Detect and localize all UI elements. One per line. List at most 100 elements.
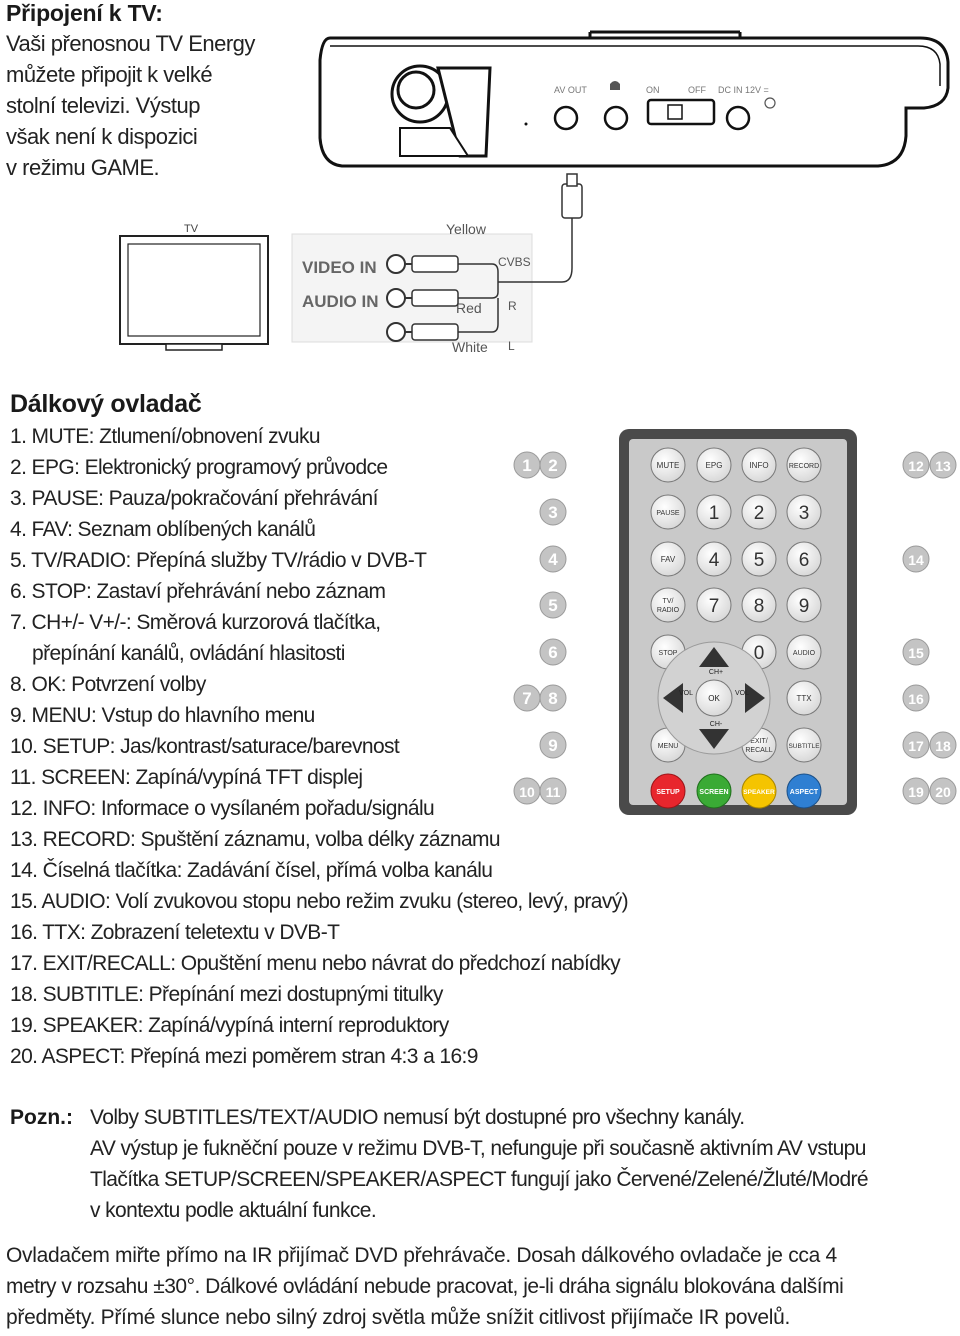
callout-20: 20 — [935, 784, 951, 800]
fav-button: FAV — [661, 555, 676, 564]
tv-connection-diagram: TV VIDEO IN AUDIO IN Yellow CVBS Red R W… — [119, 173, 583, 355]
digit-8-button: 8 — [754, 596, 765, 617]
callout-5: 5 — [548, 596, 557, 615]
tv-intro: Vaši přenosnou TV Energy můžete připojit… — [6, 28, 276, 183]
audio-button: AUDIO — [793, 650, 816, 657]
list-item: 12. INFO: Informace o vysílaném pořadu/s… — [10, 797, 435, 820]
list-item: 14. Číselná tlačítka: Zadávání čísel, př… — [10, 859, 493, 882]
closing-line: Ovladačem miřte přímo na IR přijímač DVD… — [6, 1244, 837, 1267]
callout-13: 13 — [935, 458, 951, 474]
list-item: 9. MENU: Vstup do hlavního menu — [10, 704, 315, 727]
aspect-label: ASPECT — [790, 789, 819, 796]
headphone-icon — [610, 81, 620, 90]
yellow-label: Yellow — [446, 221, 487, 237]
digit-4-button: 4 — [709, 550, 720, 571]
list-item: 1. MUTE: Ztlumení/obnovení zvuku — [10, 425, 321, 448]
off-label: OFF — [688, 85, 706, 95]
audio-in-right-jack — [386, 288, 406, 308]
intro-line: stolní televizi. Výstup — [6, 93, 200, 118]
note-line: AV výstup je fukněční pouze v režimu DVB… — [90, 1137, 866, 1160]
callout-4: 4 — [548, 550, 558, 569]
callout-10: 10 — [519, 784, 535, 800]
audio-in-label: AUDIO IN — [302, 292, 379, 311]
list-item: 20. ASPECT: Přepíná mezi poměrem stran 4… — [10, 1045, 478, 1068]
headphone-jack — [603, 105, 629, 131]
intro-line: Vaši přenosnou TV Energy — [6, 31, 255, 56]
subtitle-button: SUBTITLE — [788, 743, 820, 750]
list-item: 11. SCREEN: Zapíná/vypíná TFT displej — [10, 766, 363, 789]
av-out-jack — [553, 105, 579, 131]
list-item: 17. EXIT/RECALL: Opuštění menu nebo návr… — [10, 952, 621, 975]
callout-6: 6 — [548, 643, 557, 662]
digit-3-button: 3 — [799, 503, 810, 524]
note-line: Tlačítka SETUP/SCREEN/SPEAKER/ASPECT fun… — [90, 1168, 869, 1191]
record-button: RECORD — [789, 463, 819, 470]
list-item: 13. RECORD: Spuštění záznamu, volba délk… — [10, 828, 501, 851]
callout-3: 3 — [548, 503, 557, 522]
digit-5-button: 5 — [754, 550, 765, 571]
intro-line: však není k dispozici — [6, 124, 198, 149]
note-line: Volby SUBTITLES/TEXT/AUDIO nemusí být do… — [90, 1106, 745, 1129]
vol-plus-label: VOL — [735, 690, 749, 697]
ttx-button: TTX — [796, 694, 812, 703]
callout-14: 14 — [908, 552, 924, 568]
callout-12: 12 — [908, 458, 924, 474]
digit-6-button: 6 — [799, 550, 810, 571]
cvbs-label: CVBS — [498, 255, 531, 269]
stop-button: STOP — [659, 650, 678, 657]
arrow-right-icon — [745, 683, 765, 713]
audio-in-left-jack — [386, 322, 406, 342]
stand-icon — [436, 66, 492, 158]
digit-0-button: 0 — [754, 643, 765, 664]
digit-9-button: 9 — [799, 596, 810, 617]
note-label: Pozn.: — [10, 1106, 73, 1129]
menu-button: MENU — [658, 743, 679, 750]
list-item: 4. FAV: Seznam oblíbených kanálů — [10, 518, 316, 541]
digit-7-button: 7 — [709, 596, 720, 617]
closing-line: metry v rozsahu ±30°. Dálkové ovládání n… — [6, 1275, 844, 1298]
callout-2: 2 — [548, 456, 557, 475]
callout-8: 8 — [548, 689, 557, 708]
dc-in-jack — [725, 105, 751, 131]
navigation-cluster — [657, 641, 771, 755]
list-item: 7. CH+/- V+/-: Směrová kurzorová tlačítk… — [10, 611, 381, 634]
exit-button-line1: EXIT/ — [750, 738, 768, 745]
aspect-button-blue — [786, 773, 822, 809]
list-item: 3. PAUSE: Pauza/pokračování přehrávání — [10, 487, 378, 510]
ch-plus-label: CH+ — [709, 669, 723, 676]
white-label: White — [452, 339, 488, 355]
setup-button-red — [650, 773, 686, 809]
exit-button-line2: RECALL — [745, 747, 772, 754]
vol-minus-label: VOL — [679, 690, 693, 697]
arrow-down-icon — [699, 729, 729, 749]
notes-block: Volby SUBTITLES/TEXT/AUDIO nemusí být do… — [90, 1102, 956, 1226]
speaker-button-yellow — [741, 773, 777, 809]
red-label: Red — [456, 300, 482, 316]
on-label: ON — [646, 85, 660, 95]
remote-control-illustration: 1 2 3 4 5 6 7 8 9 10 11 12 13 14 15 16 1… — [513, 429, 957, 815]
digit-1-button: 1 — [709, 503, 720, 524]
list-item: 18. SUBTITLE: Přepínání mezi dostupnými … — [10, 983, 443, 1006]
arrow-up-icon — [699, 647, 729, 667]
list-item: 10. SETUP: Jas/kontrast/saturace/barevno… — [10, 735, 400, 758]
mute-button: MUTE — [657, 461, 680, 470]
list-item: 6. STOP: Zastaví přehrávání nebo záznam — [10, 580, 386, 603]
callout-19: 19 — [908, 784, 924, 800]
remote-function-list: 1. MUTE: Ztlumení/obnovení zvuku 2. EPG:… — [10, 421, 720, 1072]
list-item: 8. OK: Potvrzení volby — [10, 673, 206, 696]
list-item-continuation: přepínání kanálů, ovládání hlasitosti — [32, 642, 345, 665]
callout-11: 11 — [546, 784, 561, 800]
tv-section-title: Připojení k TV: — [6, 0, 163, 26]
callout-9: 9 — [548, 736, 557, 755]
intro-line: v režimu GAME. — [6, 155, 160, 180]
ch-minus-label: CH- — [710, 721, 723, 728]
digit-2-button: 2 — [754, 503, 765, 524]
screen-button-green — [696, 773, 732, 809]
closing-paragraph: Ovladačem miřte přímo na IR přijímač DVD… — [6, 1240, 956, 1333]
closing-line: předměty. Přímé slunce nebo silný zdroj … — [6, 1306, 791, 1329]
ok-button: OK — [708, 694, 720, 703]
video-in-jack — [386, 254, 406, 274]
list-item: 19. SPEAKER: Zapíná/vypíná interní repro… — [10, 1014, 449, 1037]
list-item: 5. TV/RADIO: Přepíná služby TV/rádio v D… — [10, 549, 427, 572]
r-label: R — [508, 299, 517, 313]
